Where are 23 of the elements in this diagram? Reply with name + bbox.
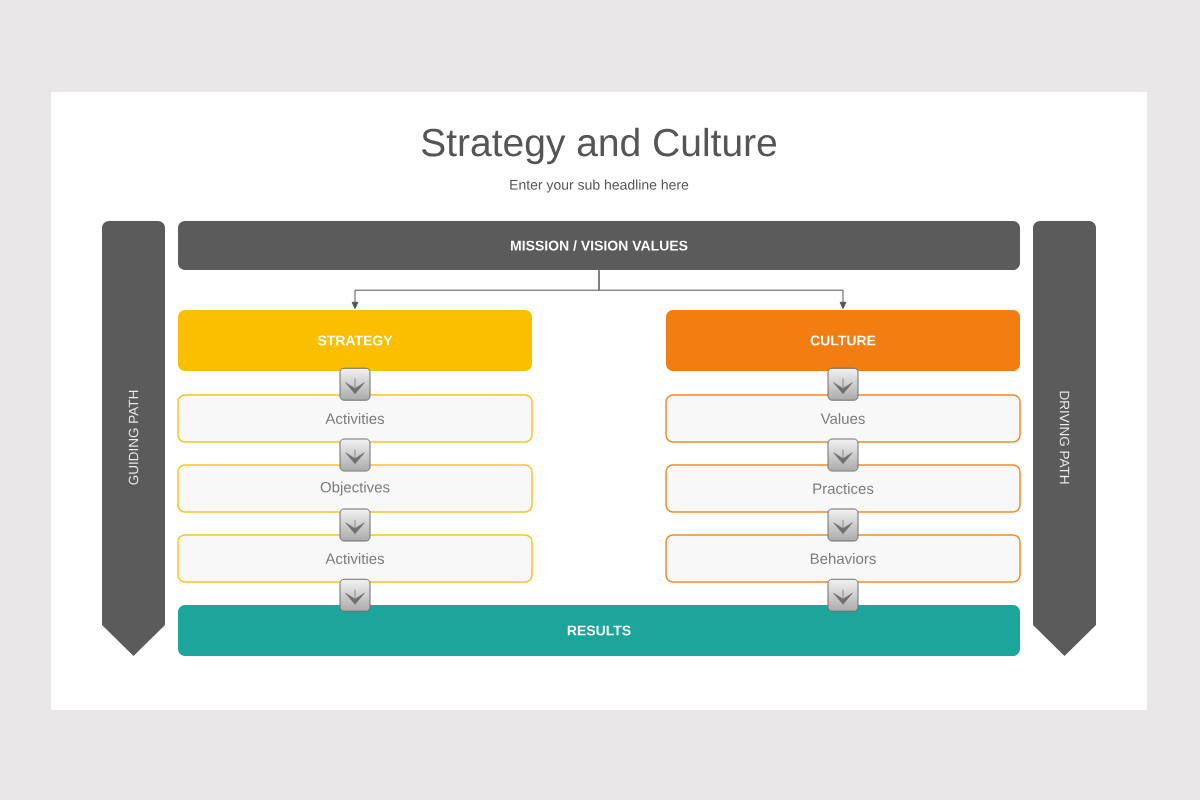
chevron-button: [339, 367, 371, 401]
chevron-button: [339, 508, 371, 542]
step-box: Practices: [665, 464, 1021, 513]
step-box: Objectives: [177, 464, 533, 513]
chevron-button: [827, 578, 859, 612]
connector-arrow: [598, 269, 847, 310]
subtitle: Enter your sub headline here: [510, 179, 689, 193]
chevron-button: [827, 367, 859, 401]
result-bar: RESULTS: [178, 605, 1020, 656]
step-box: Values: [665, 394, 1021, 443]
arrow-band: GUIDING PATH: [102, 221, 165, 656]
title: Strategy and Culture: [421, 127, 777, 165]
arrow-band: DRIVING PATH: [1033, 221, 1096, 656]
step-box: Activities: [177, 534, 533, 583]
chevron-button: [827, 508, 859, 542]
chevron-button: [827, 438, 859, 472]
header-box: STRATEGY: [178, 310, 532, 371]
chevron-button: [339, 578, 371, 612]
chevron-button: [339, 438, 371, 472]
header-box: CULTURE: [666, 310, 1020, 371]
step-box: Activities: [177, 394, 533, 443]
banner-bar: MISSION / VISION VALUES: [178, 221, 1020, 270]
step-box: Behaviors: [665, 534, 1021, 583]
